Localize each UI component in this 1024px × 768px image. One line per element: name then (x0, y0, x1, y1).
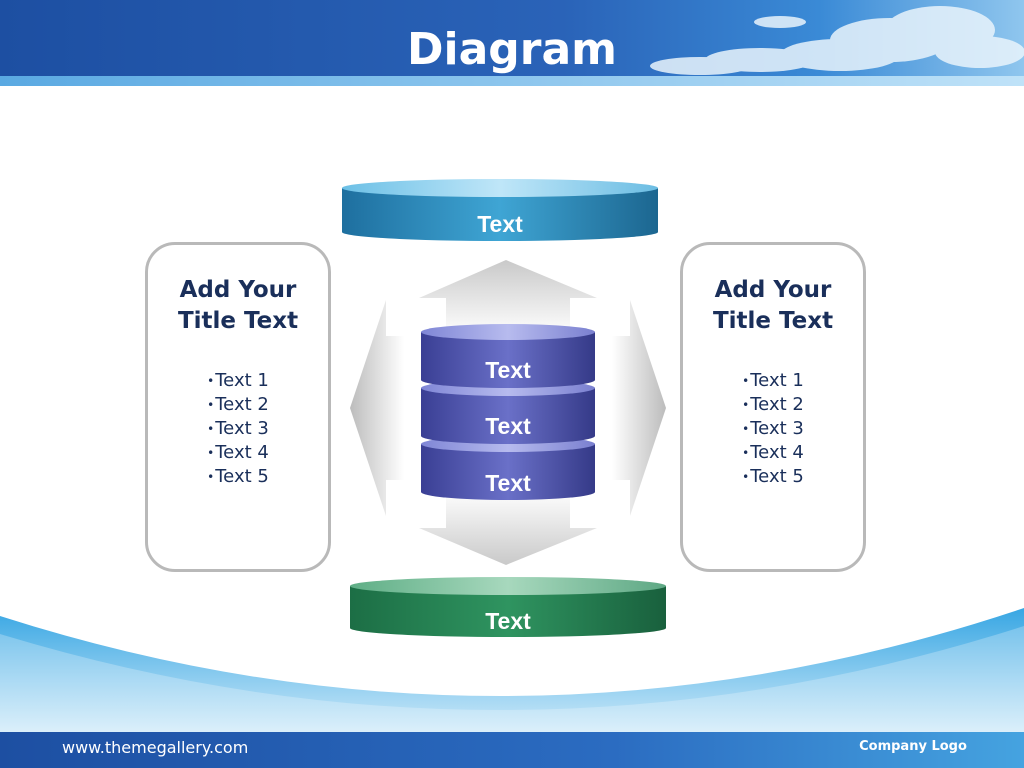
right-bullet-1: Text 1 (683, 369, 863, 393)
arrow-down (419, 490, 597, 565)
arrow-right (612, 300, 666, 516)
company-logo: Company Logo (859, 739, 967, 754)
header-banner: Diagram (0, 0, 1024, 86)
center-stack-label-2: Text (485, 413, 531, 439)
arrow-up (419, 260, 597, 336)
header-strip (0, 76, 1024, 86)
right-bullet-5: Text 5 (683, 465, 863, 489)
footer-url: www.themegallery.com (62, 738, 249, 757)
bottom-cylinder-label: Text (485, 608, 531, 634)
footer-bar (0, 732, 1024, 768)
center-stack-disk-1 (421, 324, 595, 388)
bottom-cylinder (350, 577, 666, 637)
left-panel-title: Add Your Title Text (177, 277, 299, 334)
left-bullet-5: Text 5 (148, 465, 328, 489)
right-bullet-3: Text 3 (683, 417, 863, 441)
bottom-wave (0, 608, 1024, 732)
clouds-image (650, 6, 1024, 75)
arrow-left (350, 300, 404, 516)
right-panel-title: Add Your Title Text (712, 277, 834, 334)
page-title: Diagram (406, 24, 618, 75)
right-bullet-4: Text 4 (683, 441, 863, 465)
right-panel: Add Your Title Text Text 1 Text 2 Text 3… (680, 242, 866, 572)
left-bullet-3: Text 3 (148, 417, 328, 441)
right-bullet-2: Text 2 (683, 393, 863, 417)
left-bullet-4: Text 4 (148, 441, 328, 465)
left-panel-bullets: Text 1 Text 2 Text 3 Text 4 Text 5 (148, 369, 328, 489)
right-panel-bullets: Text 1 Text 2 Text 3 Text 4 Text 5 (683, 369, 863, 489)
top-cylinder (342, 179, 658, 241)
center-stack-label-3: Text (485, 470, 531, 496)
left-bullet-1: Text 1 (148, 369, 328, 393)
center-stack-label-1: Text (485, 357, 531, 383)
top-cylinder-label: Text (477, 211, 523, 237)
left-bullet-2: Text 2 (148, 393, 328, 417)
left-panel: Add Your Title Text Text 1 Text 2 Text 3… (145, 242, 331, 572)
